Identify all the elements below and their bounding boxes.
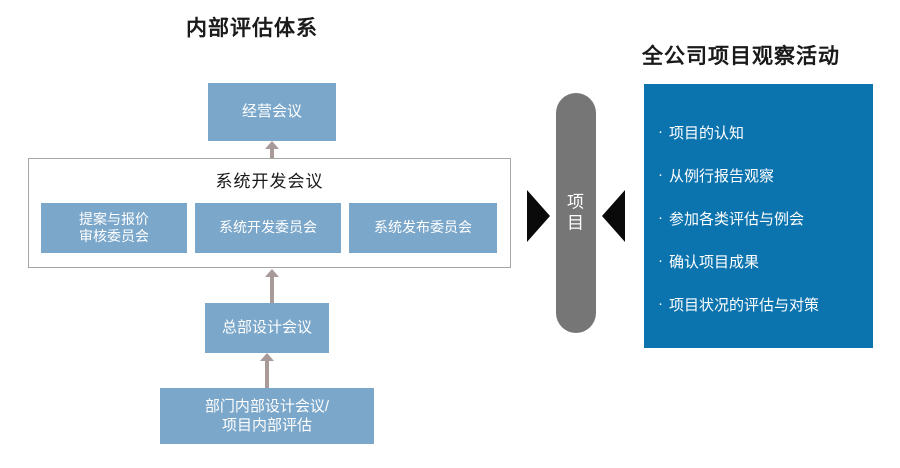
arrow-left-triangle-icon — [602, 190, 625, 242]
bullet-dot-icon: · — [658, 123, 663, 140]
project-pill-label: 项 目 — [567, 192, 585, 232]
management-meeting-box[interactable]: 经营会议 — [208, 83, 336, 141]
arrow-shaft — [265, 359, 269, 389]
arrow-head — [265, 141, 279, 149]
right-section-title: 全公司项目观察活动 — [642, 45, 840, 68]
headquarters-design-meeting-box[interactable]: 总部设计会议 — [205, 303, 329, 353]
bullet-dot-icon: · — [658, 295, 663, 312]
left-section-title: 内部评估体系 — [186, 17, 318, 40]
list-item-label: 项目的认知 — [669, 125, 745, 142]
arrow-dept-to-hq — [260, 353, 274, 389]
list-item: · 参加各类评估与例会 — [658, 208, 873, 229]
arrow-dev-to-management — [265, 141, 279, 159]
list-item-label: 从例行报告观察 — [669, 168, 775, 185]
committee-box-system-development[interactable]: 系统开发委员会 — [195, 203, 341, 253]
company-wide-observation-panel: · 项目的认知 · 从例行报告观察 · 参加各类评估与例会 · 确认项目成果 ·… — [644, 84, 873, 348]
committee-box-system-release[interactable]: 系统发布委员会 — [349, 203, 497, 253]
arrow-shaft — [270, 275, 274, 304]
list-item-label: 参加各类评估与例会 — [669, 211, 805, 228]
list-item: · 项目的认知 — [658, 122, 873, 143]
bullet-dot-icon: · — [658, 209, 663, 226]
arrow-hq-to-dev — [265, 269, 279, 304]
bullet-dot-icon: · — [658, 252, 663, 269]
system-development-meeting-container: 系统开发会议 提案与报价 审核委员会 系统开发委员会 系统发布委员会 — [28, 158, 511, 268]
committee-box-proposal-quotation-review[interactable]: 提案与报价 审核委员会 — [41, 203, 187, 253]
project-pill[interactable]: 项 目 — [556, 93, 596, 333]
bullet-dot-icon: · — [658, 166, 663, 183]
arrow-shaft — [270, 147, 274, 159]
arrow-head — [260, 353, 274, 361]
list-item: · 从例行报告观察 — [658, 165, 873, 186]
arrow-right-triangle-icon — [527, 190, 550, 242]
list-item: · 项目状况的评估与对策 — [658, 294, 873, 315]
list-item: · 确认项目成果 — [658, 251, 873, 272]
arrow-head — [265, 269, 279, 277]
system-development-meeting-title: 系统开发会议 — [215, 172, 324, 191]
list-item-label: 项目状况的评估与对策 — [669, 297, 820, 314]
list-item-label: 确认项目成果 — [669, 254, 760, 271]
department-internal-design-meeting-box[interactable]: 部门内部设计会议/ 项目内部评估 — [160, 388, 374, 444]
